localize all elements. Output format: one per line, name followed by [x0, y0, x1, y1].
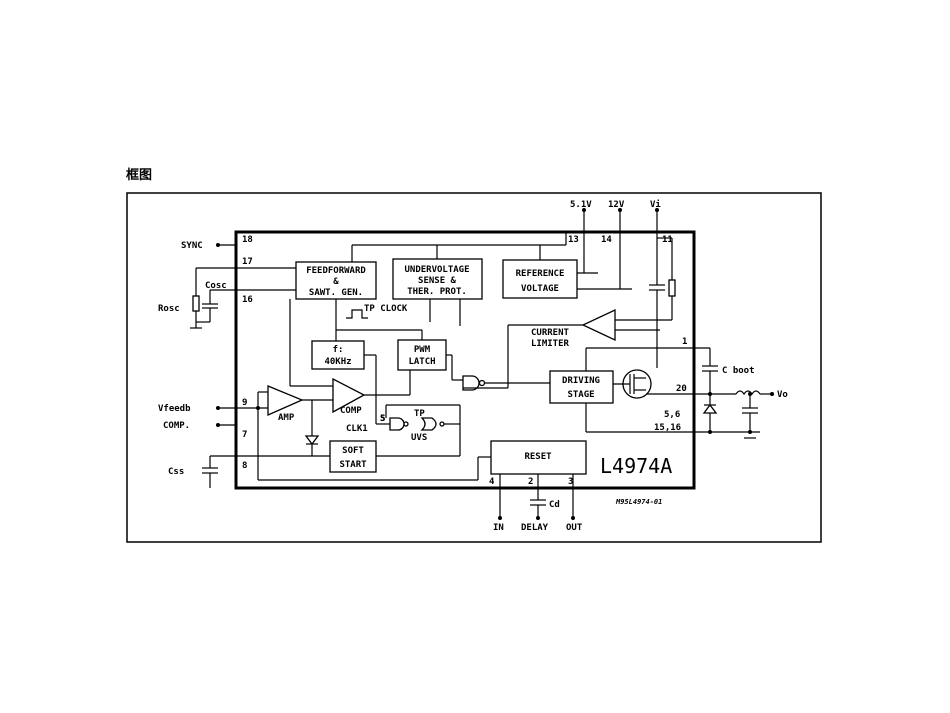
svg-text:S: S — [380, 414, 385, 424]
svg-text:SAWT. GEN.: SAWT. GEN. — [309, 288, 363, 298]
svg-text:5: 5 — [380, 414, 385, 424]
svg-text:40KHz: 40KHz — [324, 357, 351, 367]
svg-text:START: START — [339, 460, 367, 470]
svg-text:&: & — [333, 277, 339, 287]
outer-frame — [126, 192, 822, 543]
svg-text:IN: IN — [493, 523, 504, 533]
svg-text:REFERENCE: REFERENCE — [516, 269, 565, 279]
external-labels: SYNC Cosc Rosc Vfeedb COMP. Css 5.1V 12V… — [158, 199, 788, 533]
svg-text:16: 16 — [242, 295, 253, 305]
clk-and-gate — [389, 417, 409, 431]
svg-text:RESET: RESET — [524, 452, 552, 462]
oscillator-block: f: 40KHz — [311, 340, 365, 370]
svg-text:Rosc: Rosc — [158, 304, 180, 314]
error-amplifier: AMP — [267, 385, 304, 423]
uvs-or-gate — [420, 417, 445, 431]
ic-outline — [234, 230, 696, 490]
svg-text:Vi: Vi — [650, 199, 661, 210]
soft-start-block: SOFT START — [329, 440, 377, 473]
svg-text:Vfeedb: Vfeedb — [158, 404, 191, 414]
svg-text:Cosc: Cosc — [205, 281, 227, 291]
svg-text:STAGE: STAGE — [567, 390, 594, 400]
svg-text:17: 17 — [242, 257, 253, 267]
chip-name: L4974A — [600, 454, 672, 478]
svg-text:COMP.: COMP. — [163, 421, 190, 431]
svg-text:FEEDFORWARD: FEEDFORWARD — [306, 266, 366, 276]
figure-reference: M95L4974-01 — [615, 498, 662, 506]
svg-text:1: 1 — [682, 337, 687, 347]
svg-text:14: 14 — [601, 235, 612, 245]
svg-text:11: 11 — [662, 235, 673, 245]
svg-text:3: 3 — [568, 477, 573, 487]
svg-text:Vo: Vo — [777, 390, 788, 400]
feedforward-block: FEEDFORWARD & SAWT. GEN. — [295, 261, 377, 300]
svg-text:SOFT: SOFT — [342, 446, 364, 456]
svg-text:PWM: PWM — [414, 345, 431, 355]
svg-text:SYNC: SYNC — [181, 241, 203, 251]
svg-text:5.1V: 5.1V — [570, 200, 592, 210]
pwm-comparator: COMP — [332, 377, 366, 416]
reset-block: RESET — [490, 440, 587, 475]
svg-text:8: 8 — [242, 461, 247, 471]
svg-text:Cd: Cd — [549, 500, 560, 510]
svg-text:DELAY: DELAY — [521, 523, 549, 533]
svg-text:LATCH: LATCH — [408, 357, 435, 367]
wiring — [190, 210, 772, 518]
svg-text:UVS: UVS — [411, 433, 427, 443]
svg-text:C boot: C boot — [722, 366, 755, 376]
svg-text:12V: 12V — [608, 200, 625, 210]
svg-text:LIMITER: LIMITER — [531, 339, 570, 349]
driving-stage-block: DRIVING STAGE — [549, 370, 614, 404]
svg-text:15,16: 15,16 — [654, 423, 681, 433]
svg-text:UNDERVOLTAGE: UNDERVOLTAGE — [404, 265, 469, 275]
svg-text:DRIVING: DRIVING — [562, 376, 600, 386]
reference-voltage-block: REFERENCE VOLTAGE — [502, 259, 578, 299]
svg-text:COMP: COMP — [340, 406, 362, 416]
pin-numbers: 18 17 16 9 7 8 13 14 11 1 20 5,6 15,16 4… — [242, 235, 687, 487]
signal-labels: TP CLOCK TP CLK1 UVS S — [346, 304, 427, 443]
current-limiter: CURRENT LIMITER — [531, 308, 616, 349]
svg-text:VOLTAGE: VOLTAGE — [521, 284, 559, 294]
svg-text:Css: Css — [168, 467, 184, 477]
terminal-dots — [216, 208, 774, 520]
svg-text:OUT: OUT — [566, 523, 583, 533]
pwm-latch-block: PWM LATCH — [397, 339, 447, 371]
power-mosfet — [613, 369, 652, 399]
output-and-gate — [462, 375, 486, 391]
svg-text:THER. PROT.: THER. PROT. — [407, 287, 467, 297]
svg-text:7: 7 — [242, 430, 247, 440]
undervoltage-block: UNDERVOLTAGE SENSE & THER. PROT. — [392, 258, 483, 300]
svg-text:18: 18 — [242, 235, 253, 245]
svg-text:20: 20 — [676, 384, 687, 394]
svg-text:f:: f: — [333, 345, 344, 355]
svg-text:SENSE &: SENSE & — [418, 276, 457, 286]
svg-text:TP CLOCK: TP CLOCK — [364, 304, 408, 314]
svg-text:TP: TP — [414, 409, 425, 419]
svg-text:2: 2 — [528, 477, 533, 487]
svg-text:9: 9 — [242, 398, 247, 408]
svg-text:CLK1: CLK1 — [346, 424, 368, 434]
svg-text:AMP: AMP — [278, 413, 295, 423]
svg-text:5,6: 5,6 — [664, 410, 680, 420]
svg-text:13: 13 — [568, 235, 579, 245]
svg-text:CURRENT: CURRENT — [531, 328, 570, 338]
page-heading: 框图 — [126, 168, 153, 183]
svg-text:4: 4 — [489, 477, 495, 487]
